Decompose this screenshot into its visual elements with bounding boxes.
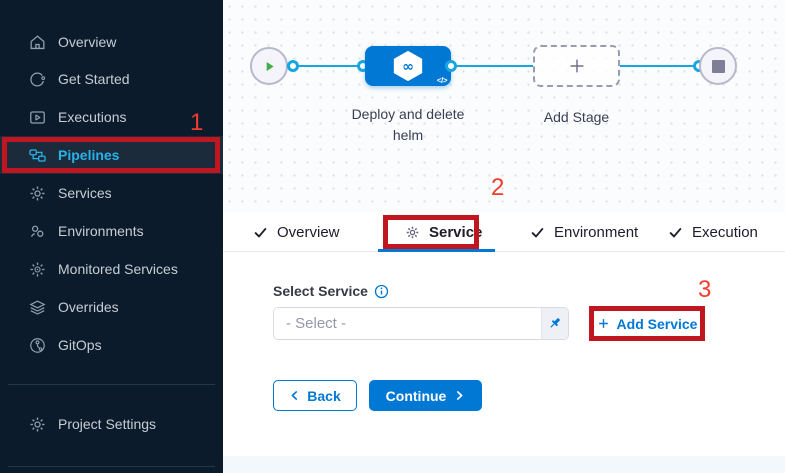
add-service-label: Add Service (616, 315, 698, 332)
sidebar-item-monitored-services[interactable]: Monitored Services (0, 250, 223, 288)
service-form: Select Service (223, 252, 785, 456)
sidebar: Overview Get Started Executions Pipeline… (0, 0, 223, 473)
pipelines-icon (28, 146, 47, 165)
project-settings-gear-icon (28, 415, 47, 434)
stage-label: Deploy and delete helm (351, 106, 465, 143)
add-service-button[interactable]: Add Service (596, 315, 698, 332)
pipeline-end-node (699, 47, 737, 85)
sidebar-item-label: GitOps (58, 337, 102, 353)
monitored-services-icon (28, 260, 47, 279)
pin-button[interactable] (541, 308, 568, 339)
tab-overview[interactable]: Overview (253, 212, 340, 252)
pin-icon (550, 318, 560, 328)
tab-environment[interactable]: Environment (530, 212, 638, 252)
layers-icon (28, 298, 47, 317)
play-icon (266, 61, 274, 71)
stop-icon (711, 59, 725, 73)
connector-line (620, 65, 698, 67)
sidebar-item-label: Monitored Services (58, 261, 178, 277)
bottom-strip (223, 456, 785, 473)
plus-icon (598, 319, 608, 328)
annotation-number-3: 3 (698, 276, 712, 303)
svg-text:∞: ∞ (402, 59, 414, 75)
stage-node-deploy-and-delete-helm[interactable]: ∞ </> (365, 46, 451, 86)
sidebar-item-label: Overview (58, 34, 117, 50)
info-icon[interactable] (374, 284, 389, 299)
back-label: Back (307, 387, 341, 404)
continue-button[interactable]: Continue (369, 380, 482, 411)
sidebar-item-label: Executions (58, 109, 127, 125)
connector-line (297, 65, 361, 67)
sidebar-item-label: Environments (58, 223, 144, 239)
sidebar-item-label: Overrides (58, 299, 119, 315)
tab-execution[interactable]: Execution (668, 212, 758, 252)
sidebar-item-label: Pipelines (58, 147, 120, 163)
tab-label: Environment (554, 223, 639, 241)
connector-port (287, 60, 299, 72)
chevron-left-icon (291, 391, 298, 400)
annotation-box-3: Add Service (589, 306, 705, 341)
gitops-icon (28, 336, 47, 355)
back-button[interactable]: Back (273, 380, 357, 411)
environments-icon (28, 222, 47, 241)
sidebar-item-gitops[interactable]: GitOps (0, 326, 223, 364)
sidebar-item-project-settings[interactable]: Project Settings (0, 405, 223, 443)
tab-label: Execution (692, 223, 758, 241)
select-service-input[interactable] (274, 308, 541, 339)
sidebar-item-services[interactable]: Services (0, 174, 223, 212)
cd-hexagon-icon: ∞ (393, 50, 423, 82)
pipeline-start-node (250, 47, 288, 85)
tab-label: Overview (277, 223, 340, 241)
select-service-label: Select Service (273, 283, 368, 299)
check-icon (253, 225, 268, 240)
chevron-right-icon (457, 391, 463, 400)
sidebar-item-label: Project Settings (58, 416, 157, 432)
select-service-dropdown[interactable] (273, 307, 569, 340)
active-tab-underline (378, 249, 495, 252)
sidebar-item-label: Services (58, 185, 112, 201)
home-icon (28, 33, 47, 52)
check-icon (530, 225, 545, 240)
sidebar-item-overview[interactable]: Overview (0, 23, 223, 61)
connector-line (455, 65, 533, 67)
add-stage-button[interactable] (533, 45, 620, 87)
continue-label: Continue (385, 387, 447, 404)
annotation-number-2: 2 (491, 174, 505, 201)
add-stage-label: Add Stage (543, 109, 610, 125)
pipeline-canvas: ∞ </> Deploy and delete helm Add Stage 2 (223, 0, 785, 212)
tab-label: Service (429, 223, 483, 241)
check-icon (668, 225, 683, 240)
code-icon: </> (436, 76, 448, 85)
sidebar-item-pipelines[interactable]: Pipelines (0, 136, 223, 174)
gear-icon (405, 225, 420, 240)
sidebar-item-get-started[interactable]: Get Started (0, 60, 223, 98)
tab-service[interactable]: Service (405, 212, 482, 252)
main-panel: ∞ </> Deploy and delete helm Add Stage 2 (223, 0, 785, 473)
services-gear-icon (28, 184, 47, 203)
sidebar-item-overrides[interactable]: Overrides (0, 288, 223, 326)
get-started-icon (28, 70, 47, 89)
sidebar-divider-bottom (8, 466, 215, 467)
sidebar-item-executions[interactable]: Executions (0, 98, 223, 136)
select-service-label-row: Select Service (273, 283, 389, 299)
plus-icon (570, 59, 583, 73)
executions-icon (28, 108, 47, 127)
sidebar-divider (8, 384, 215, 385)
sidebar-item-label: Get Started (58, 71, 130, 87)
stage-tabbar: Overview Service Environment Execution (223, 212, 785, 252)
sidebar-item-environments[interactable]: Environments (0, 212, 223, 250)
